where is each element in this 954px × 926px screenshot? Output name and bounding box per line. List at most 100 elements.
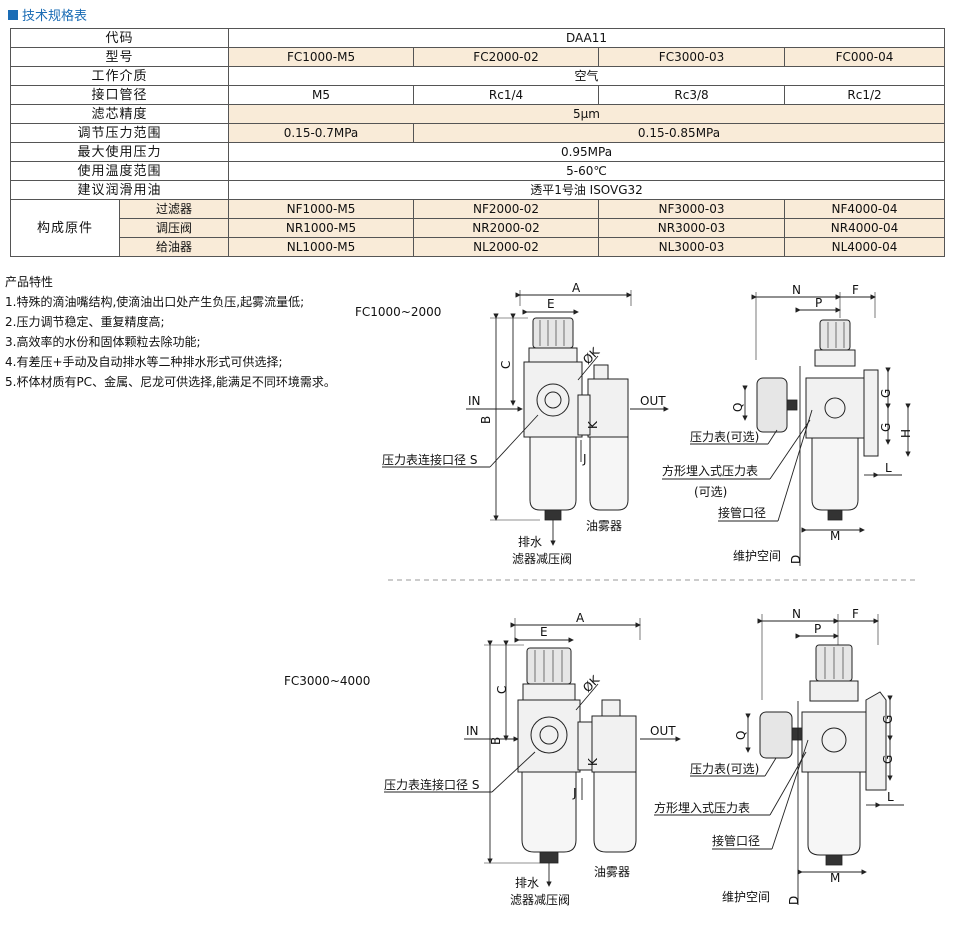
row-oil: 建议润滑用油 透平1号油 ISOVG32 <box>9 180 946 200</box>
dim-f-2: F <box>852 607 859 621</box>
filter-regulator-label-2: 滤器减压阀 <box>510 893 570 907</box>
side-view-top: N F P Q G G H L M 压力表(可选) <box>662 283 913 566</box>
dim-p-2: P <box>814 622 821 636</box>
gauge-port-label: 压力表连接口径 S <box>382 452 477 467</box>
pipe-port-label-2: 接管口径 <box>712 833 760 848</box>
dim-h: H <box>899 429 913 438</box>
dim-d: D <box>789 555 803 564</box>
model-label: 型号 <box>9 47 230 67</box>
gauge-optional-label-2: 压力表(可选) <box>690 762 759 776</box>
feature-item: 1.特殊的滴油嘴结构,使滴油出口处产生负压,起雾流量低; <box>5 295 305 309</box>
title-square-icon <box>8 9 18 20</box>
parts-label: 构成原件 <box>10 199 120 257</box>
filter-regulator-label: 滤器减压阀 <box>512 552 572 566</box>
dim-m: M <box>830 529 840 543</box>
front-view-top: A E B C IN OUT ØK K J <box>382 281 669 566</box>
feature-item: 5.杯体材质有PC、金属、尼龙可供选择,能满足不同环境需求。 <box>5 375 336 389</box>
port-label: 接口管径 <box>9 85 230 105</box>
dim-j: J <box>582 452 587 466</box>
dim-l: L <box>885 461 892 475</box>
pressure-1: 0.15-0.7MPa <box>228 123 415 143</box>
feature-item: 2.压力调节稳定、重复精度高; <box>5 315 165 329</box>
dim-g2: G <box>879 423 893 432</box>
row-port: 接口管径 M5 Rc1/4 Rc3/8 Rc1/2 <box>9 85 946 105</box>
spec-table: 代码 DAA11 型号 FC1000-M5 FC2000-02 FC3000-0… <box>9 28 946 257</box>
row-part-filter: 构成原件 过滤器 NF1000-M5 NF2000-02 NF3000-03 N… <box>10 199 946 257</box>
part-lubricator-4: NL4000-04 <box>784 237 946 257</box>
row-code: 代码 DAA11 <box>9 28 946 48</box>
dim-l-2: L <box>887 790 894 804</box>
front-view-bottom: A E B C IN OUT ØK K J 压力表连接口径 S <box>384 611 681 907</box>
dim-c: C <box>499 361 513 369</box>
part-lubricator-name: 给油器 <box>118 237 230 257</box>
dim-q-2: Q <box>734 731 748 740</box>
dim-c-2: C <box>495 686 509 694</box>
oil-label: 建议润滑用油 <box>9 180 230 200</box>
dim-k: K <box>586 420 600 429</box>
pressure-label: 调节压力范围 <box>9 123 230 143</box>
dim-p: P <box>815 296 822 310</box>
dim-n-2: N <box>792 607 801 621</box>
square-gauge-label: 方形埋入式压力表 <box>662 463 758 478</box>
feature-item: 4.有差压+手动及自动排水等二种排水形式可供选择; <box>5 355 283 369</box>
row-part-lubricator: 给油器 NL1000-M5 NL2000-02 NL3000-03 NL4000… <box>10 237 946 257</box>
out-label: OUT <box>640 394 666 408</box>
drain-label: 排水 <box>518 535 542 549</box>
medium-label: 工作介质 <box>9 66 230 86</box>
row-max: 最大使用压力 0.95MPa <box>9 142 946 162</box>
port-2: Rc1/4 <box>413 85 600 105</box>
square-gauge-label-2: 方形埋入式压力表 <box>654 800 750 815</box>
maintenance-label-2: 维护空间 <box>722 890 770 904</box>
lubricator-label: 油雾器 <box>586 519 622 533</box>
dim-g2-2: G <box>881 755 895 764</box>
spec-title-text: 技术规格表 <box>22 9 88 24</box>
spec-title: 技术规格表 <box>8 5 87 24</box>
dim-b: B <box>479 416 493 424</box>
in-label: IN <box>468 394 481 408</box>
dim-m-2: M <box>830 871 840 885</box>
row-model: 型号 FC1000-M5 FC2000-02 FC3000-03 FC000-0… <box>9 47 946 67</box>
part-regulator-4: NR4000-04 <box>784 218 946 238</box>
dim-a: A <box>572 281 581 295</box>
dim-n: N <box>792 283 801 297</box>
part-filter-name: 过滤器 <box>118 199 230 219</box>
drain-label-2: 排水 <box>515 876 539 890</box>
dim-f: F <box>852 283 859 297</box>
dim-a-2: A <box>576 611 585 625</box>
pipe-port-label: 接管口径 <box>718 505 766 520</box>
dim-e: E <box>547 297 555 311</box>
series-label-top: FC1000~2000 <box>355 305 441 319</box>
dim-g1-2: G <box>881 715 895 724</box>
part-lubricator-2: NL2000-02 <box>413 237 600 257</box>
gauge-optional-label: 压力表(可选) <box>690 430 759 444</box>
dim-q: Q <box>731 403 745 412</box>
out-label-2: OUT <box>650 724 676 738</box>
optional-label: (可选) <box>694 485 727 499</box>
dim-k-2: K <box>586 757 600 766</box>
part-lubricator-1: NL1000-M5 <box>228 237 415 257</box>
part-filter-3: NF3000-03 <box>598 199 786 219</box>
dim-d-2: D <box>787 896 801 905</box>
dim-b-2: B <box>489 737 503 745</box>
row-filter: 滤芯精度 5μm <box>9 104 946 124</box>
lubricator-label-2: 油雾器 <box>594 865 630 879</box>
features: 产品特性 1.特殊的滴油嘴结构,使滴油出口处产生负压,起雾流量低; 2.压力调节… <box>5 272 336 392</box>
dim-g1: G <box>879 389 893 398</box>
side-view-bottom: N F P Q G G L M 压力表(可选) 方形埋入式压力表 接管口径 维护… <box>654 607 904 905</box>
part-filter-2: NF2000-02 <box>413 199 600 219</box>
dim-e-2: E <box>540 625 548 639</box>
maintenance-label: 维护空间 <box>733 549 781 563</box>
dim-j-2: J <box>572 786 577 800</box>
filter-label: 滤芯精度 <box>9 104 230 124</box>
feature-item: 3.高效率的水份和固体颗粒去除功能; <box>5 335 201 349</box>
row-pressure: 调节压力范围 0.15-0.7MPa 0.15-0.85MPa <box>9 123 946 143</box>
gauge-port-label-2: 压力表连接口径 S <box>384 777 479 792</box>
series-label-bottom: FC3000~4000 <box>284 674 370 688</box>
features-title: 产品特性 <box>5 275 54 289</box>
port-1: M5 <box>228 85 415 105</box>
model-4: FC000-04 <box>784 47 946 67</box>
part-lubricator-3: NL3000-03 <box>598 237 786 257</box>
in-label-2: IN <box>466 724 479 738</box>
row-part-regulator: 调压阀 NR1000-M5 NR2000-02 NR3000-03 NR4000… <box>10 218 946 238</box>
